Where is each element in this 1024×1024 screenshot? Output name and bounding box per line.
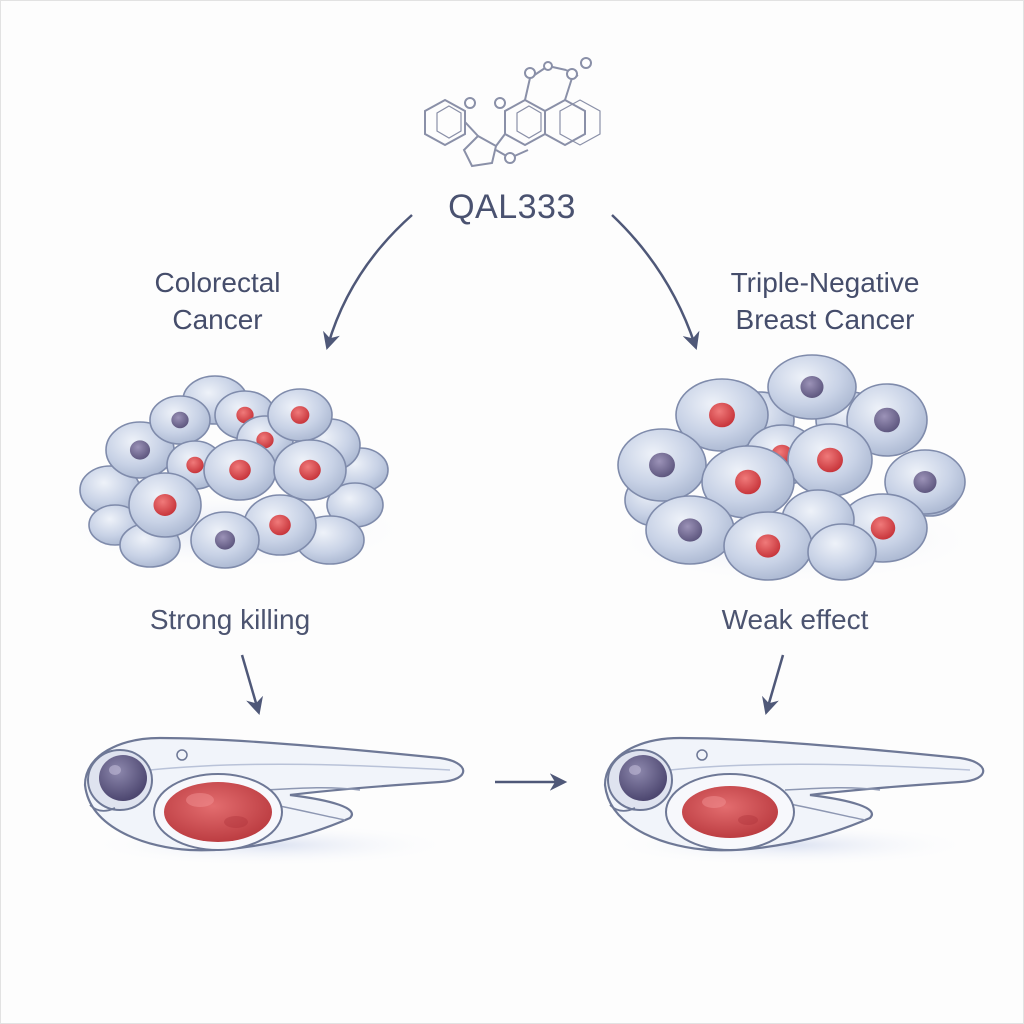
- zebrafish-left: [80, 736, 465, 867]
- red-nucleus: [186, 456, 204, 474]
- red-nucleus: [817, 447, 843, 473]
- arrow-to-tnbc: [611, 214, 700, 350]
- molecule-structure: [424, 57, 601, 168]
- purple-nucleus: [214, 530, 236, 550]
- zebrafish-right: [600, 736, 985, 867]
- tnbc-label: Triple-Negative Breast Cancer: [695, 264, 955, 338]
- red-nucleus: [870, 516, 896, 540]
- red-nucleus: [256, 431, 274, 449]
- colorectal-cell-cluster: [55, 375, 415, 570]
- weak-effect-label: Weak effect: [721, 604, 869, 635]
- red-nucleus: [236, 406, 254, 424]
- purple-nucleus: [171, 411, 189, 429]
- red-nucleus: [755, 534, 781, 558]
- arrow-to-colorectal: [323, 214, 413, 351]
- strong-killing-label: Strong killing: [149, 604, 311, 635]
- red-nucleus: [153, 494, 177, 516]
- compound-name: QAL333: [448, 188, 576, 226]
- colorectal-cancer-label: Colorectal Cancer: [110, 264, 325, 338]
- tnbc-cell-cluster: [605, 354, 985, 585]
- purple-nucleus: [913, 471, 937, 493]
- purple-nucleus: [129, 440, 151, 460]
- cancer-cell: [807, 523, 877, 581]
- arrow-down-right: [762, 654, 785, 716]
- purple-nucleus: [874, 407, 900, 433]
- tnbc-label-line2: Breast Cancer: [735, 304, 915, 335]
- purple-nucleus: [649, 452, 675, 478]
- arrow-down-left: [240, 654, 263, 716]
- red-nucleus: [299, 459, 321, 481]
- purple-nucleus: [677, 518, 703, 542]
- tnbc-label-line1: Triple-Negative: [730, 267, 920, 298]
- red-nucleus: [735, 469, 761, 495]
- red-nucleus: [709, 402, 735, 428]
- red-nucleus: [290, 406, 310, 424]
- red-nucleus: [269, 514, 291, 536]
- red-nucleus: [229, 459, 251, 481]
- colorectal-label-line2: Cancer: [172, 304, 263, 335]
- purple-nucleus: [800, 376, 824, 398]
- colorectal-label-line1: Colorectal: [154, 267, 281, 298]
